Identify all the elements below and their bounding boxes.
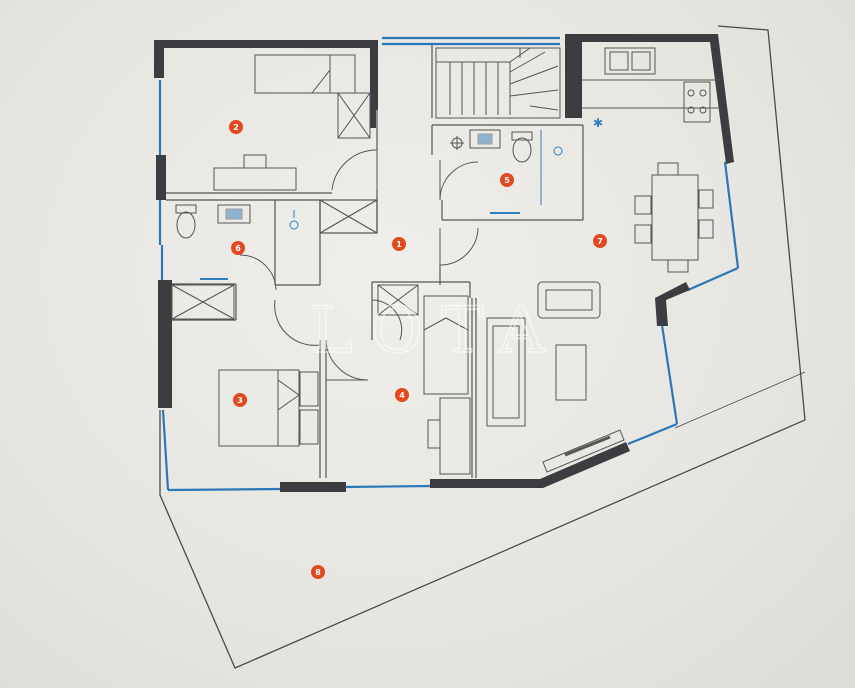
- svg-text:8: 8: [315, 568, 321, 577]
- room-marker-1: 1: [392, 237, 406, 251]
- terrace-outline: [159, 25, 806, 669]
- living-furniture: [486, 281, 625, 473]
- bathroom-5-fixtures: [450, 129, 563, 214]
- svg-text:6: 6: [235, 244, 241, 253]
- exterior-walls: [154, 34, 734, 492]
- room-marker-8: 8: [311, 565, 325, 579]
- dining-table: [634, 162, 714, 273]
- watermark: LOTA: [310, 294, 562, 368]
- kitchen-fixtures: ✱: [582, 47, 720, 130]
- room-marker-7: 7: [593, 234, 607, 248]
- bathroom-6-fixtures: [171, 204, 299, 320]
- svg-text:7: 7: [597, 237, 603, 246]
- bedroom-3-furniture: [218, 369, 319, 447]
- svg-text:3: 3: [237, 396, 243, 405]
- bedroom-4-furniture: [377, 284, 471, 475]
- room-markers: 1 2 3 4 5 6 7 8: [229, 120, 607, 579]
- room-marker-3: 3: [233, 393, 247, 407]
- svg-text:4: 4: [399, 391, 405, 400]
- room-marker-2: 2: [229, 120, 243, 134]
- room-marker-5: 5: [500, 173, 514, 187]
- staircase: [435, 47, 561, 119]
- svg-text:✱: ✱: [593, 116, 603, 130]
- svg-text:1: 1: [396, 240, 402, 249]
- svg-text:2: 2: [233, 123, 239, 132]
- doors: [239, 149, 479, 381]
- room-marker-4: 4: [395, 388, 409, 402]
- bedroom-2-furniture: [213, 54, 371, 191]
- room-marker-6: 6: [231, 241, 245, 255]
- windows: [158, 36, 740, 492]
- svg-text:5: 5: [504, 176, 510, 185]
